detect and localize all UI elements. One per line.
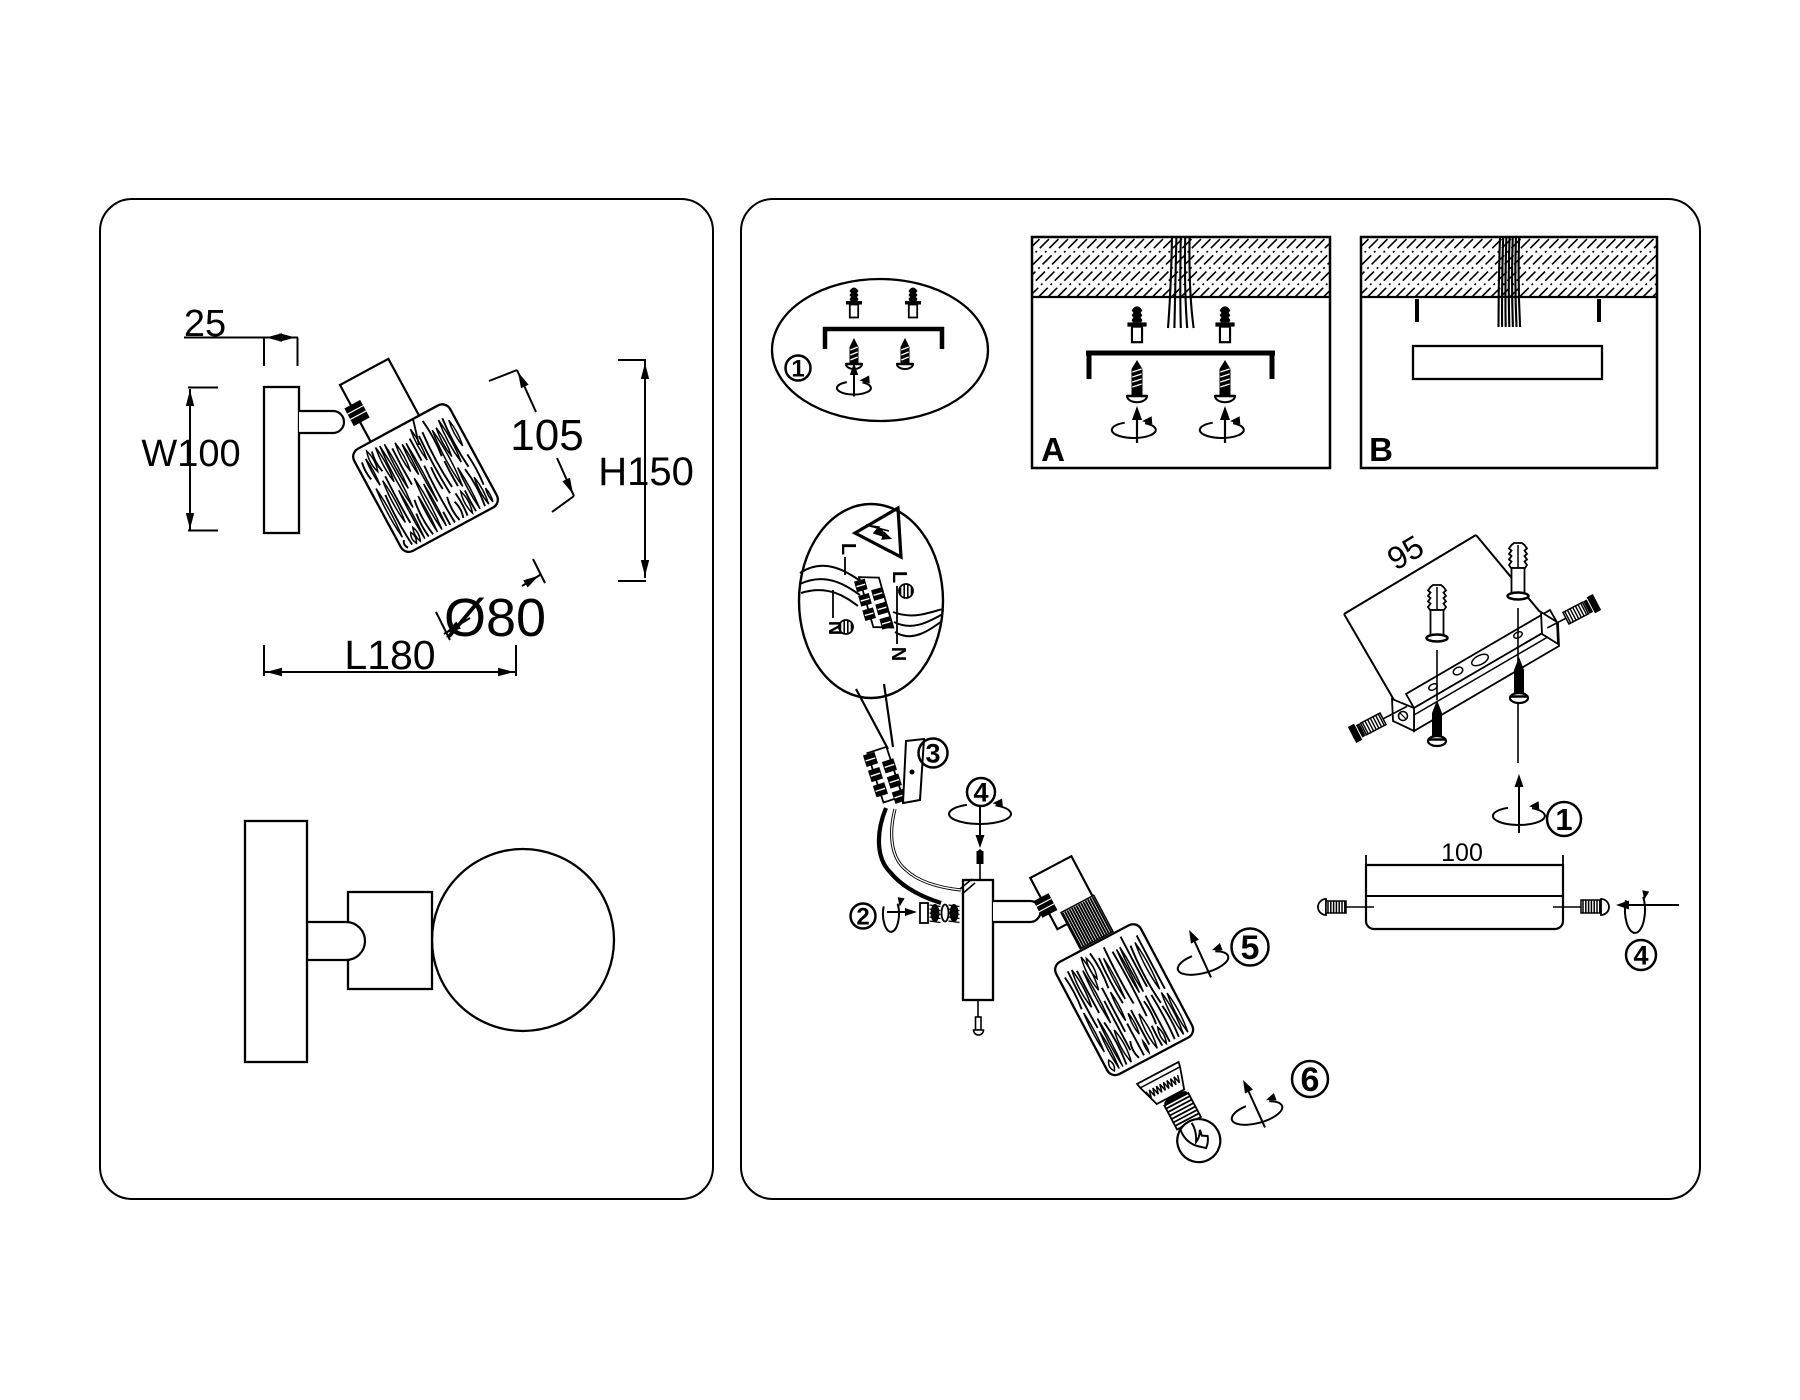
svg-text:H150: H150: [598, 450, 694, 494]
svg-text:N: N: [887, 647, 909, 661]
svg-text:A: A: [1041, 431, 1065, 468]
svg-text:Ø80: Ø80: [444, 588, 546, 648]
svg-text:5: 5: [1241, 929, 1260, 967]
svg-text:L: L: [888, 571, 910, 583]
svg-text:100: 100: [1441, 839, 1483, 867]
svg-text:6: 6: [1301, 1061, 1320, 1099]
svg-text:2: 2: [856, 904, 869, 931]
svg-text:4: 4: [973, 778, 988, 808]
svg-text:L180: L180: [344, 632, 435, 678]
svg-text:3: 3: [925, 739, 940, 769]
svg-text:1: 1: [791, 356, 804, 383]
svg-text:105: 105: [510, 411, 583, 460]
svg-text:B: B: [1369, 431, 1393, 468]
svg-text:25: 25: [184, 303, 226, 345]
svg-text:1: 1: [1555, 802, 1572, 837]
svg-text:L: L: [837, 543, 859, 555]
svg-text:4: 4: [1633, 941, 1648, 971]
